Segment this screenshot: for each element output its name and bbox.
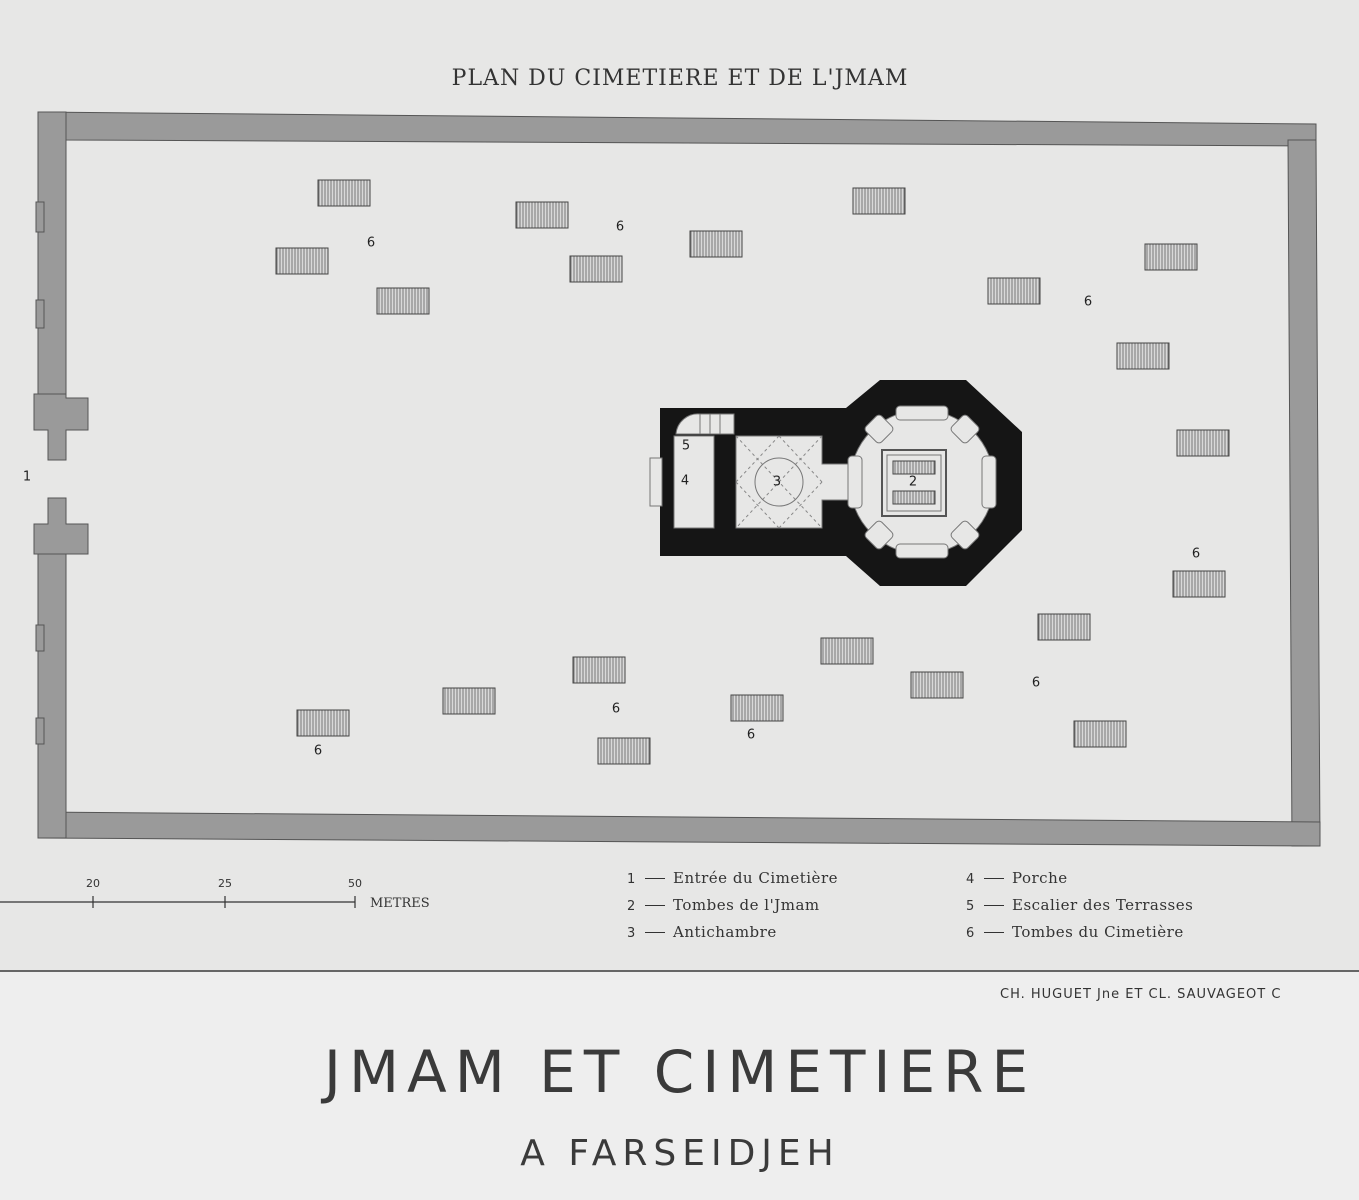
tomb: [569, 255, 623, 283]
entrance-gate: [33, 393, 89, 555]
scale-tick-label: 25: [218, 877, 232, 890]
marker-cemetery-tombs: 6: [1191, 546, 1201, 562]
marker-cemetery-tombs: 6: [1031, 675, 1041, 691]
tomb: [1176, 429, 1230, 457]
scale-bar: [0, 896, 356, 908]
tomb: [1073, 720, 1127, 748]
marker-porch: 4: [680, 473, 690, 489]
tomb: [317, 179, 371, 207]
tomb: [515, 201, 569, 229]
marker-cemetery-tombs: 6: [611, 701, 621, 717]
site-plan: [0, 111, 1321, 908]
scale-unit: METRES: [370, 896, 430, 911]
tomb: [296, 709, 350, 737]
tomb: [597, 737, 651, 765]
scale-tick-label: 50: [348, 877, 362, 890]
tomb: [987, 277, 1041, 305]
tomb: [376, 287, 430, 315]
tomb: [820, 637, 874, 665]
tomb: [442, 687, 496, 715]
tomb: [1172, 570, 1226, 598]
plan-title: PLAN DU CIMETIERE ET DE L'JMAM: [451, 66, 909, 91]
tomb: [1037, 613, 1091, 641]
scale-tick-label: 20: [86, 877, 100, 890]
tomb: [1116, 342, 1170, 370]
marker-cemetery-tombs: 6: [366, 235, 376, 251]
marker-entrance: 1: [22, 469, 32, 485]
sub-title: A FARSEIDJEH: [520, 1133, 840, 1174]
tomb: [852, 187, 906, 215]
plate-border-line: [0, 970, 1359, 972]
marker-cemetery-tombs: 6: [615, 219, 625, 235]
marker-stair: 5: [681, 438, 691, 454]
tomb: [1144, 243, 1198, 271]
tomb: [572, 656, 626, 684]
tomb: [689, 230, 743, 258]
marker-antechamber: 3: [772, 474, 782, 490]
main-title: JMAM ET CIMETIERE: [323, 1038, 1037, 1106]
engraver-credit: CH. HUGUET Jne ET CL. SAUVAGEOT C: [1000, 987, 1282, 1002]
marker-cemetery-tombs: 6: [746, 727, 756, 743]
tomb: [910, 671, 964, 699]
wall-buttresses: [35, 201, 45, 745]
enclosure-wall: [37, 111, 1321, 847]
marker-cemetery-tombs: 6: [1083, 294, 1093, 310]
tomb: [730, 694, 784, 722]
imam-building: [649, 380, 1022, 586]
marker-cemetery-tombs: 6: [313, 743, 323, 759]
tomb: [275, 247, 329, 275]
marker-tombs-imam: 2: [908, 474, 918, 490]
cemetery-tombs: [275, 179, 1230, 765]
